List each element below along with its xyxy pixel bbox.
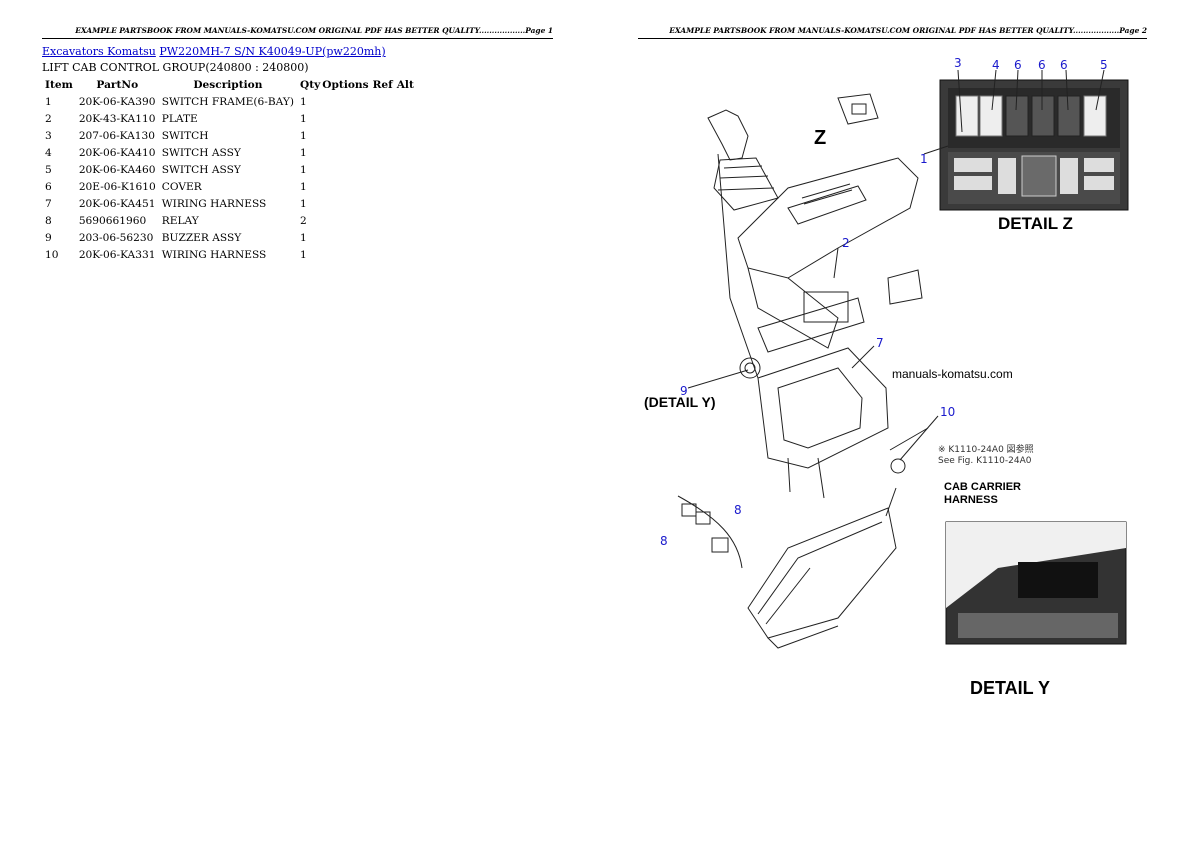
table-row: 2 20K-43-KA110 PLATE 1 xyxy=(42,110,416,127)
cell-qty: 1 xyxy=(300,129,307,142)
cell-item: 5 xyxy=(45,163,52,176)
parts-table: Item PartNo Description Qty Options Ref … xyxy=(42,76,416,263)
assembly-line-art xyxy=(677,69,1105,649)
cell-item: 10 xyxy=(45,248,59,261)
see-fig-jp: ※ K1110-24A0 図参照 xyxy=(938,443,1034,455)
cell-description: WIRING HARNESS xyxy=(161,248,267,261)
col-header-partno: PartNo xyxy=(96,78,139,91)
cell-partno: 20K-06-KA331 xyxy=(78,248,156,261)
cell-qty: 2 xyxy=(300,214,307,227)
cell-item: 7 xyxy=(45,197,52,210)
detail-y-photo xyxy=(945,521,1127,645)
see-fig-en: See Fig. K1110-24A0 xyxy=(938,456,1032,466)
callout-6a: 6 xyxy=(1014,58,1022,72)
table-row: 5 20K-06-KA460 SWITCH ASSY 1 xyxy=(42,161,416,178)
cell-item: 4 xyxy=(45,146,52,159)
cell-qty: 1 xyxy=(300,95,307,108)
cell-description: SWITCH ASSY xyxy=(161,163,241,176)
label-detail-y-ref: (DETAIL Y) xyxy=(644,394,716,410)
detail-z-photo xyxy=(939,79,1129,211)
table-row: 7 20K-06-KA451 WIRING HARNESS 1 xyxy=(42,195,416,212)
cell-partno: 20E-06-K1610 xyxy=(78,180,156,193)
cell-partno: 5690661960 xyxy=(78,214,147,227)
col-header-ref: Ref xyxy=(372,78,393,91)
cell-qty: 1 xyxy=(300,163,307,176)
callout-8b: 8 xyxy=(660,534,668,548)
cell-partno: 207-06-KA130 xyxy=(78,129,156,142)
col-header-qty: Qty xyxy=(300,78,321,91)
callout-8a: 8 xyxy=(734,503,742,517)
callout-7: 7 xyxy=(876,336,884,350)
table-row: 4 20K-06-KA410 SWITCH ASSY 1 xyxy=(42,144,416,161)
callout-6b: 6 xyxy=(1038,58,1046,72)
cell-item: 9 xyxy=(45,231,52,244)
col-header-alt: Alt xyxy=(396,78,414,91)
cell-qty: 1 xyxy=(300,197,307,210)
callout-5: 5 xyxy=(1100,58,1108,72)
page-2-header: EXAMPLE PARTSBOOK FROM MANUALS-KOMATSU.C… xyxy=(638,26,1147,39)
col-header-options: Options xyxy=(322,78,369,91)
page-1-header: EXAMPLE PARTSBOOK FROM MANUALS-KOMATSU.C… xyxy=(42,26,553,39)
cell-partno: 20K-06-KA390 xyxy=(78,95,156,108)
cell-partno: 20K-06-KA410 xyxy=(78,146,156,159)
col-header-description: Description xyxy=(193,78,263,91)
breadcrumb-link-model[interactable]: PW220MH-7 S/N K40049-UP(pw220mh) xyxy=(159,45,386,58)
table-row: 10 20K-06-KA331 WIRING HARNESS 1 xyxy=(42,246,416,263)
label-cab-carrier-2: HARNESS xyxy=(944,494,998,506)
table-row: 1 20K-06-KA390 SWITCH FRAME(6-BAY) 1 xyxy=(42,93,416,110)
cell-qty: 1 xyxy=(300,248,307,261)
callout-1: 1 xyxy=(920,152,928,166)
cell-item: 8 xyxy=(45,214,52,227)
col-header-item: Item xyxy=(45,78,73,91)
cell-item: 6 xyxy=(45,180,52,193)
cell-item: 3 xyxy=(45,129,52,142)
label-z: Z xyxy=(814,127,826,149)
cell-qty: 1 xyxy=(300,231,307,244)
group-title: LIFT CAB CONTROL GROUP(240800 : 240800) xyxy=(42,61,309,74)
callout-6c: 6 xyxy=(1060,58,1068,72)
table-row: 8 5690661960 RELAY 2 xyxy=(42,212,416,229)
cell-description: SWITCH ASSY xyxy=(161,146,241,159)
cell-description: SWITCH xyxy=(161,129,209,142)
cell-partno: 20K-06-KA460 xyxy=(78,163,156,176)
cell-item: 2 xyxy=(45,112,52,125)
label-detail-z: DETAIL Z xyxy=(998,214,1073,233)
breadcrumb: Excavators Komatsu PW220MH-7 S/N K40049-… xyxy=(42,45,386,58)
callout-2: 2 xyxy=(842,236,850,250)
label-detail-y: DETAIL Y xyxy=(970,678,1050,698)
cell-description: COVER xyxy=(161,180,202,193)
callout-9: 9 xyxy=(680,384,688,398)
table-row: 6 20E-06-K1610 COVER 1 xyxy=(42,178,416,195)
cell-item: 1 xyxy=(45,95,52,108)
cell-partno: 203-06-56230 xyxy=(78,231,154,244)
cell-partno: 20K-06-KA451 xyxy=(78,197,156,210)
callout-4: 4 xyxy=(992,58,1000,72)
cell-description: WIRING HARNESS xyxy=(161,197,267,210)
cell-qty: 1 xyxy=(300,146,307,159)
callout-3: 3 xyxy=(954,56,962,70)
parts-diagram: 1 2 3 4 5 6 6 6 7 8 8 9 10 Z DETAIL Z (D… xyxy=(644,56,1129,698)
cell-description: SWITCH FRAME(6-BAY) xyxy=(161,95,295,108)
breadcrumb-link-excavators[interactable]: Excavators Komatsu xyxy=(42,45,156,58)
cell-description: BUZZER ASSY xyxy=(161,231,242,244)
cell-description: RELAY xyxy=(161,214,199,227)
label-cab-carrier-1: CAB CARRIER xyxy=(944,481,1021,493)
cell-qty: 1 xyxy=(300,180,307,193)
cell-qty: 1 xyxy=(300,112,307,125)
table-row: 3 207-06-KA130 SWITCH 1 xyxy=(42,127,416,144)
watermark-text: manuals-komatsu.com xyxy=(892,367,1013,381)
cell-description: PLATE xyxy=(161,112,198,125)
callout-10: 10 xyxy=(940,405,955,419)
table-row: 9 203-06-56230 BUZZER ASSY 1 xyxy=(42,229,416,246)
cell-partno: 20K-43-KA110 xyxy=(78,112,156,125)
table-header-row: Item PartNo Description Qty Options Ref … xyxy=(42,76,416,93)
